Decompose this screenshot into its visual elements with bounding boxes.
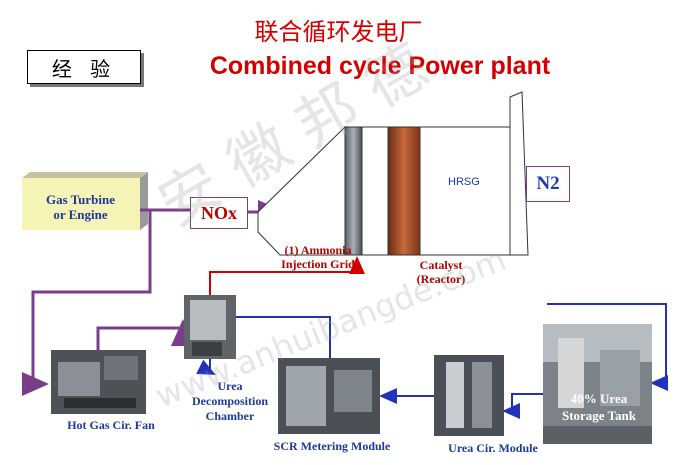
n2-box: N2 xyxy=(526,166,570,202)
urea-storage-tank-photo xyxy=(543,324,652,444)
urea-storage-tank-label: 40% Urea Storage Tank xyxy=(561,391,637,423)
catalyst-reactor-label: Catalyst (Reactor) xyxy=(416,258,466,286)
gas-turbine-label: Gas Turbine or Engine xyxy=(45,192,115,222)
gas-turbine-box xyxy=(22,178,140,230)
nox-box: NOx xyxy=(190,197,248,229)
page-title-english: Combined cycle Power plant xyxy=(209,52,551,80)
urea-circulation-module-photo xyxy=(434,355,504,436)
gas-turbine-block xyxy=(22,172,148,230)
hrsg-duct xyxy=(257,91,529,256)
ammonia-injection-label: (1) Ammonia Injection Grid xyxy=(281,243,355,271)
urea-circulation-module-label: Urea Cir. Module xyxy=(448,441,538,455)
urea-chamber-label: Urea Decomposition Chamber xyxy=(192,379,268,423)
scr-metering-module-label: SCR Metering Module xyxy=(273,439,391,453)
scr-metering-module-photo xyxy=(278,358,380,434)
hot-gas-fan-label: Hot Gas Cir. Fan xyxy=(67,418,155,432)
hot-gas-fan-photo xyxy=(51,350,146,414)
experience-tag: 经 验 xyxy=(27,50,141,84)
hrsg-label: HRSG xyxy=(448,176,480,188)
ammonia-feed-line xyxy=(209,256,365,296)
page-title-chinese: 联合循环发电厂 xyxy=(254,18,423,46)
urea-chamber-photo xyxy=(184,295,236,359)
